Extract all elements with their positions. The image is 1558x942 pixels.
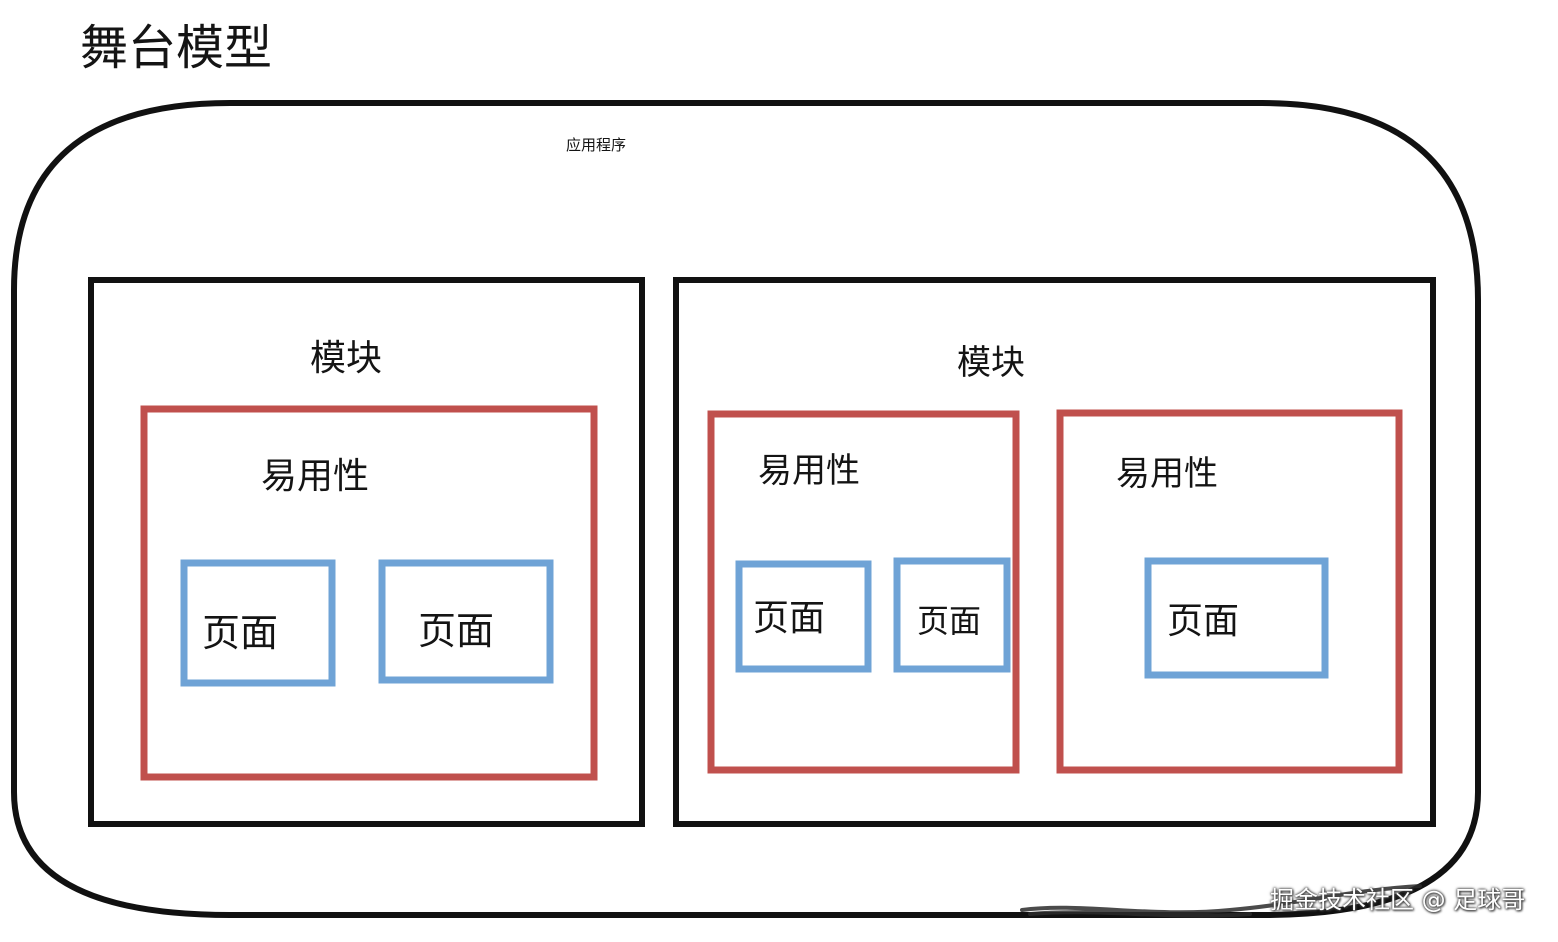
page-box-3 (735, 560, 872, 673)
module-box-1 (88, 277, 645, 827)
usability-box-2 (707, 410, 1020, 774)
usability-label-3: 易用性 (1116, 454, 1218, 494)
diagram-title: 舞台模型 (80, 20, 273, 76)
usability-box-1 (140, 405, 598, 781)
usability-box-3 (1056, 409, 1403, 774)
watermark-text: 掘金技术社区 @ 足球哥 (1270, 886, 1526, 914)
page-box-4 (893, 557, 1011, 673)
scribble-mark (1020, 884, 1422, 918)
page-box-5 (1144, 557, 1329, 679)
usability-label-2: 易用性 (758, 451, 860, 491)
application-label: 应用程序 (566, 136, 627, 154)
page-label-2: 页面 (418, 609, 495, 653)
page-box-2 (378, 559, 554, 684)
module-label-2: 模块 (957, 343, 1025, 383)
page-label-3: 页面 (753, 598, 826, 639)
page-box-1 (180, 559, 336, 687)
usability-label-1: 易用性 (261, 456, 370, 497)
page-label-5: 页面 (1167, 601, 1240, 642)
page-label-4: 页面 (917, 602, 982, 640)
page-label-1: 页面 (202, 611, 279, 655)
module-box-2 (673, 277, 1436, 827)
application-container (11, 100, 1481, 918)
module-label-1: 模块 (310, 338, 383, 379)
